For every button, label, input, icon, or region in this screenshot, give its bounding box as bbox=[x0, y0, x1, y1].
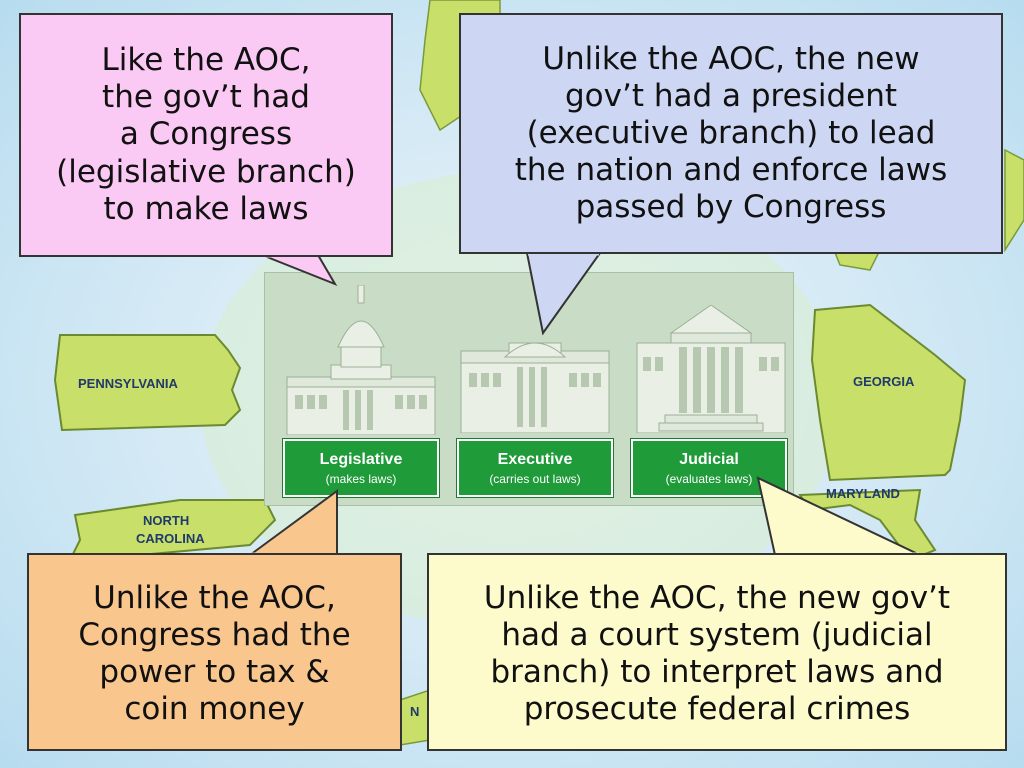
callout-line: the gov’t had bbox=[102, 79, 310, 116]
georgia-shape bbox=[810, 303, 967, 482]
callout-line: Unlike the AOC, the new bbox=[542, 40, 920, 77]
executive-desc: (carries out laws) bbox=[489, 472, 581, 486]
north-carolina-label-1: NORTH bbox=[143, 513, 189, 528]
branches-panel: Legislative (makes laws) Executive (carr… bbox=[264, 272, 794, 506]
supreme-court-icon bbox=[636, 305, 786, 433]
callout-line: power to tax & bbox=[99, 654, 330, 690]
capitol-building-icon bbox=[286, 285, 436, 435]
callout-line: Unlike the AOC, bbox=[93, 579, 336, 616]
callout-line: Like the AOC, bbox=[101, 42, 311, 79]
callout-line: coin money bbox=[124, 691, 305, 728]
courts-callout: Unlike the AOC, the new gov’t had a cour… bbox=[427, 553, 1007, 751]
callout-line: Congress had the bbox=[78, 616, 351, 653]
callout-line: a Congress bbox=[119, 116, 293, 153]
callout-line: passed by Congress bbox=[575, 189, 887, 226]
legislative-name: Legislative bbox=[319, 451, 403, 468]
maryland-label: MARYLAND bbox=[826, 486, 900, 501]
state-shape-right-top bbox=[1004, 148, 1024, 253]
president-callout: Unlike the AOC, the new gov’t had a pres… bbox=[459, 13, 1003, 254]
partial-state-label: N bbox=[410, 704, 419, 719]
judicial-name: Judicial bbox=[679, 451, 739, 468]
callout-line: had a court system (judicial bbox=[501, 616, 933, 653]
callout-line: gov’t had a president bbox=[564, 77, 897, 114]
pennsylvania-shape bbox=[53, 334, 242, 432]
tax-callout: Unlike the AOC, Congress had the power t… bbox=[27, 553, 402, 751]
judicial-desc: (evaluates laws) bbox=[665, 472, 753, 486]
callout-line: to make laws bbox=[103, 190, 309, 227]
north-carolina-shape bbox=[68, 499, 277, 561]
callout-line: branch) to interpret laws and bbox=[490, 654, 944, 690]
congress-callout: Like the AOC, the gov’t had a Congress (… bbox=[19, 13, 393, 257]
legislative-branch-label: Legislative (makes laws) bbox=[282, 438, 440, 498]
callout-line: (legislative branch) bbox=[56, 153, 356, 190]
legislative-desc: (makes laws) bbox=[325, 472, 397, 486]
callout-line: Unlike the AOC, the new gov’t bbox=[483, 579, 951, 616]
judicial-branch-label: Judicial (evaluates laws) bbox=[630, 438, 788, 498]
executive-name: Executive bbox=[497, 451, 573, 468]
pennsylvania-label: PENNSYLVANIA bbox=[78, 376, 179, 391]
north-carolina-label-2: CAROLINA bbox=[136, 531, 205, 546]
callout-line: (executive branch) to lead bbox=[526, 114, 936, 151]
callout-line: prosecute federal crimes bbox=[523, 691, 911, 728]
white-house-icon bbox=[460, 342, 610, 433]
executive-branch-label: Executive (carries out laws) bbox=[456, 438, 614, 498]
callout-line: the nation and enforce laws bbox=[514, 152, 948, 189]
georgia-label: GEORGIA bbox=[853, 374, 915, 389]
